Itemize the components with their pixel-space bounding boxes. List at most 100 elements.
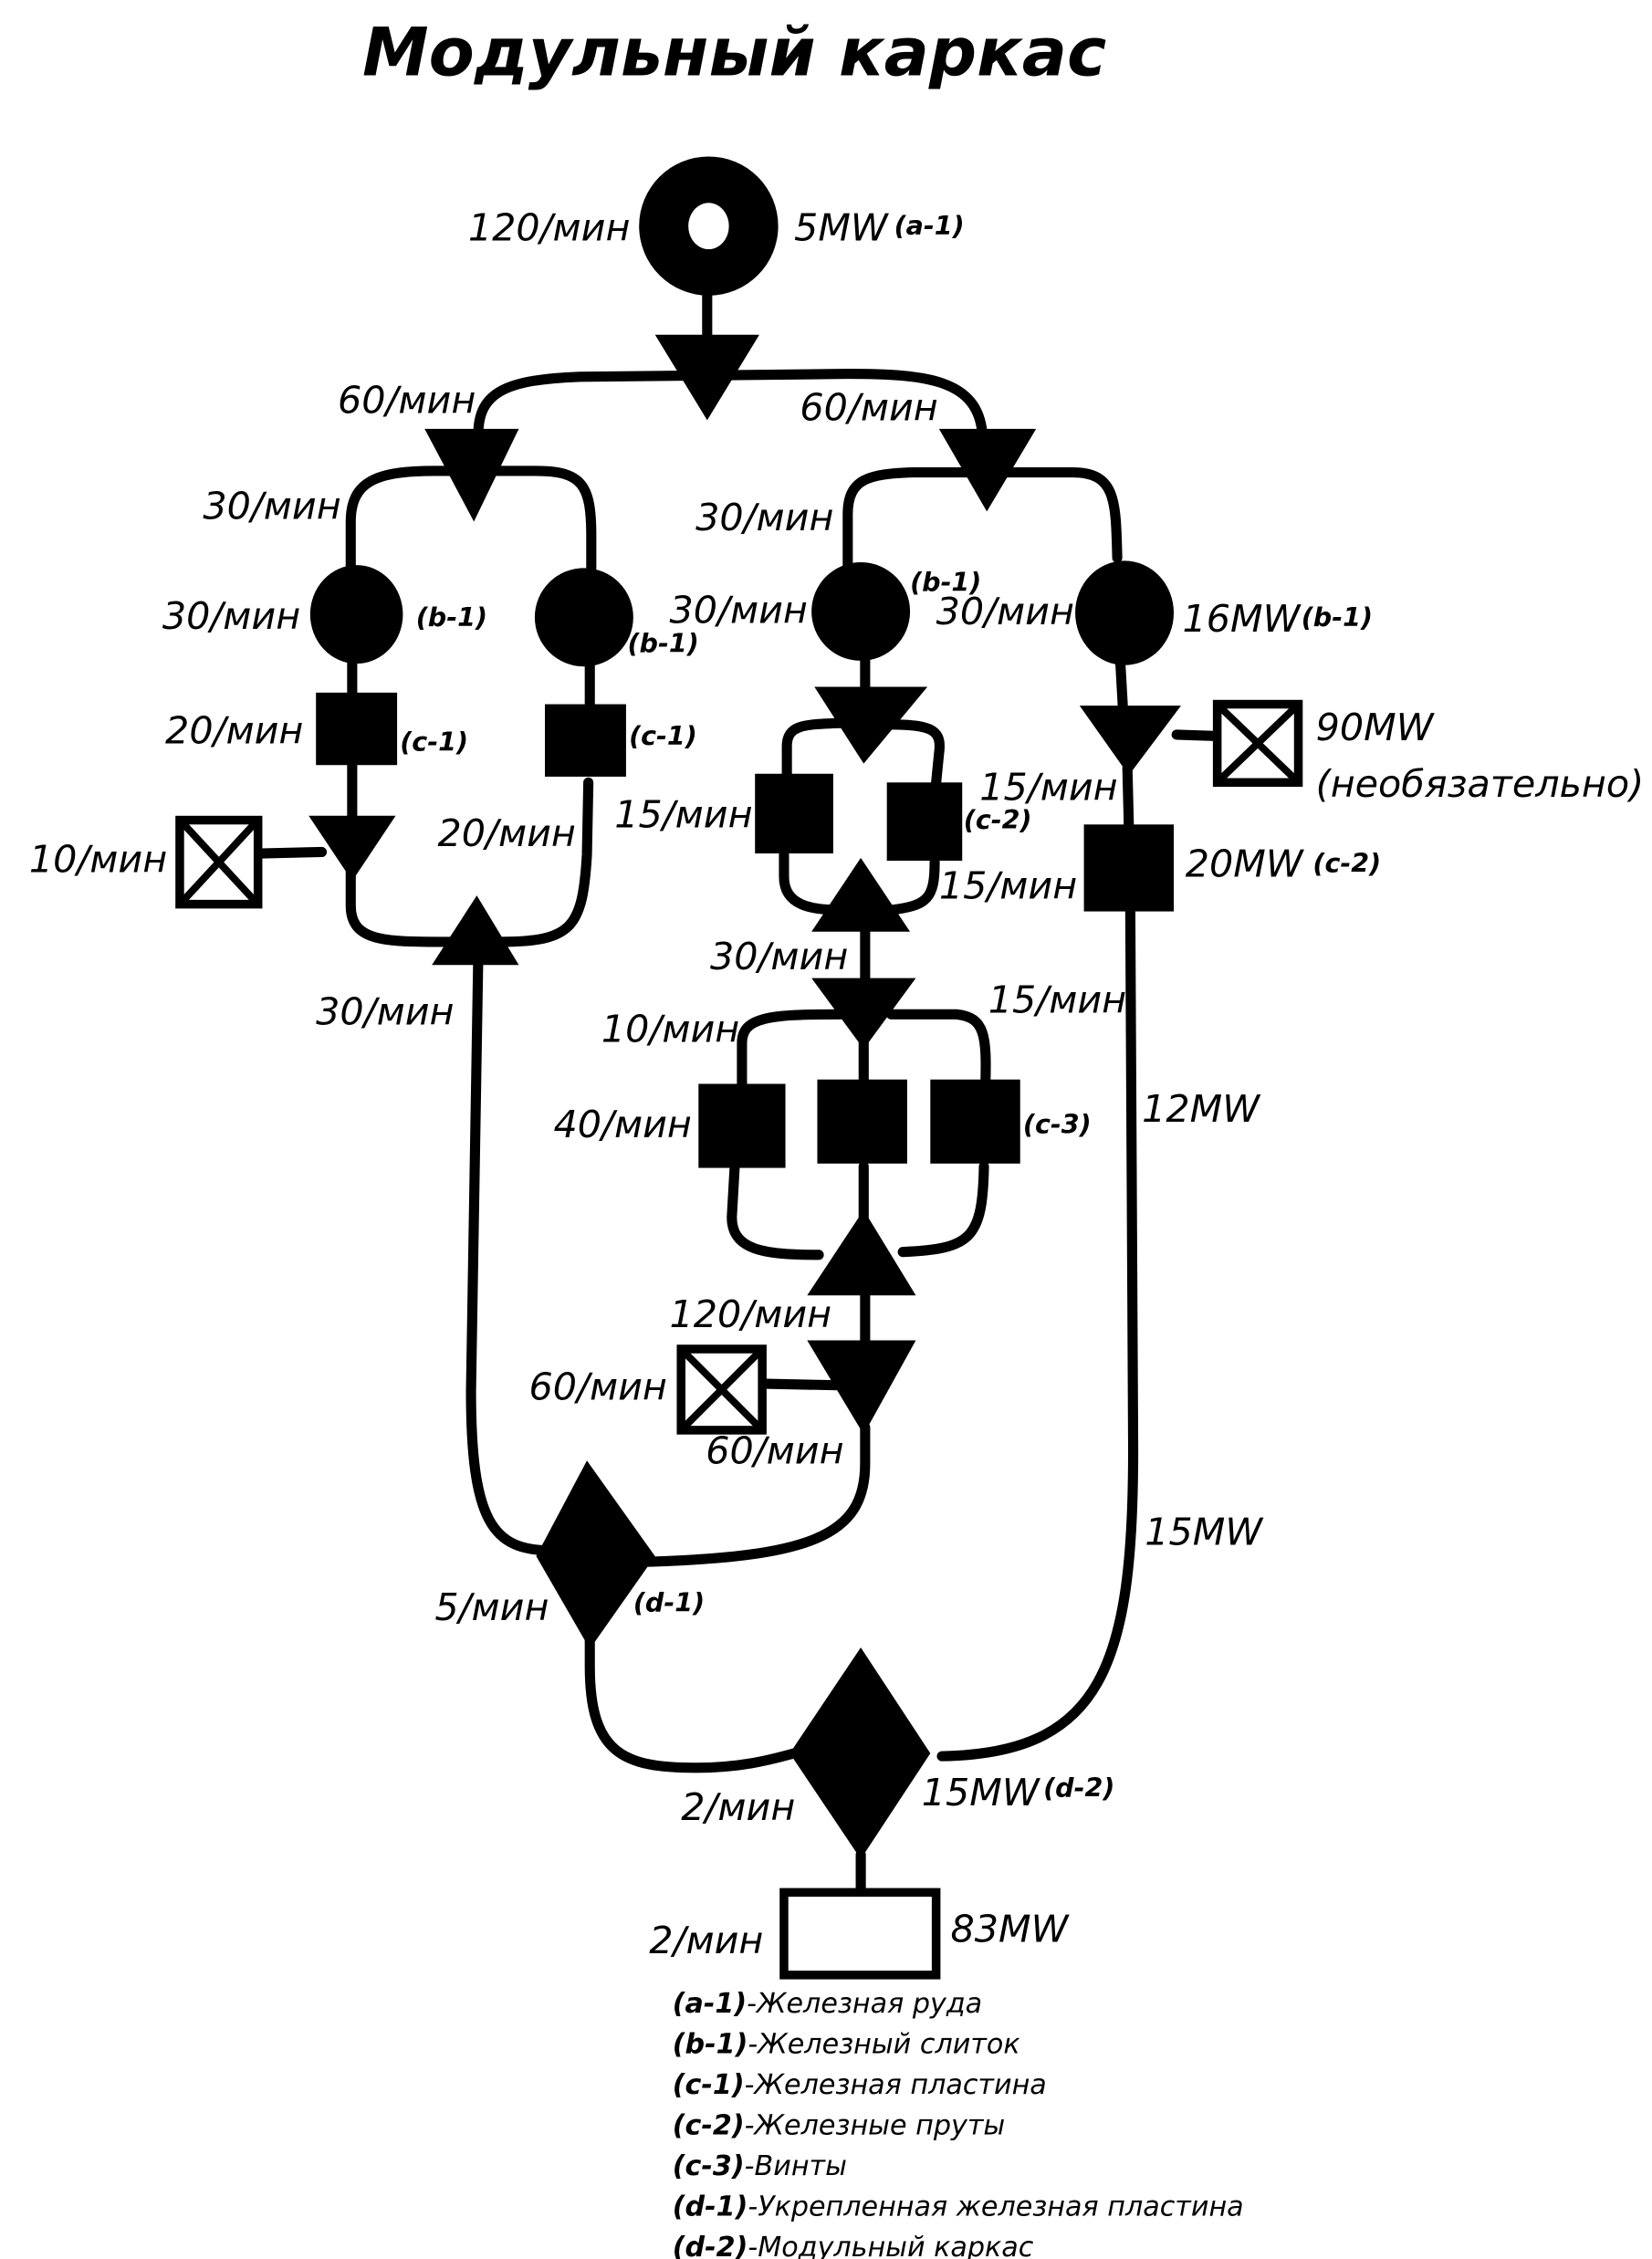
rod-1-rate: 15/мин <box>614 792 752 836</box>
constructor-plate-1-icon[interactable] <box>316 692 398 766</box>
assembler-d1-icon[interactable] <box>536 1460 655 1649</box>
left-split-rate: 30/мин <box>203 484 340 528</box>
smelter-left-1-tag: (b-1) <box>416 601 487 633</box>
to-assembler-rate: 60/мин <box>706 1428 843 1472</box>
legend-item: (a-1)-Железная руда <box>673 1988 982 2020</box>
smelter-left-1-icon[interactable] <box>309 565 403 664</box>
legend-name: -Железные пруты <box>745 2109 1006 2141</box>
splitter-rod-icon[interactable] <box>814 686 928 764</box>
miner-node[interactable] <box>639 156 779 296</box>
screw-split-right-rate: 15/мин <box>988 978 1126 1022</box>
connector-mid-to-d1 <box>633 1422 871 1567</box>
screw-split-left-rate: 10/мин <box>601 1007 739 1051</box>
legend-item: (c-2)-Железные пруты <box>673 2109 1005 2141</box>
connector-sink-mid <box>759 1378 843 1391</box>
legend-name: -Железная руда <box>747 1988 982 2020</box>
screw-1-rate: 40/мин <box>554 1103 692 1146</box>
diagram-title: Модульный каркас <box>362 15 1106 92</box>
sink-mid-cross-b <box>683 1350 761 1428</box>
legend-code: (d-2) <box>673 2232 748 2259</box>
output-box-icon[interactable] <box>779 1888 941 1980</box>
assembler-d1-tag: (d-1) <box>633 1586 705 1617</box>
constructor-screw-1-icon[interactable] <box>698 1083 786 1168</box>
line-power-15mw: 15MW <box>1145 1510 1264 1553</box>
smelter-mid-rate: 30/мин <box>670 589 808 633</box>
connector-far-right-b <box>1122 762 1134 831</box>
legend-name: -Железный слиток <box>748 2029 1020 2061</box>
plate-1-rate: 20/мин <box>165 708 303 752</box>
splitter-left-icon[interactable] <box>424 428 519 522</box>
connector-d1-to-d2 <box>584 1632 800 1773</box>
splitter-screw-out-icon[interactable] <box>807 1340 916 1435</box>
connector-sink-left <box>256 846 328 859</box>
sink-mid[interactable] <box>676 1344 767 1435</box>
connector-far-right-a <box>1114 654 1129 716</box>
assembler-d2-icon[interactable] <box>789 1647 931 1859</box>
connector-left-long <box>465 951 556 1556</box>
merger-left-icon[interactable] <box>308 815 396 882</box>
splitter-far-right-icon[interactable] <box>1079 706 1181 776</box>
legend-item: (d-2)-Модульный каркас <box>673 2232 1034 2259</box>
constructor-rod-far-right-icon[interactable] <box>1083 824 1175 912</box>
smelter-mid-icon[interactable] <box>811 561 911 661</box>
connector-sink-right <box>1171 729 1223 742</box>
assembler-d2-rate: 2/мин <box>681 1785 795 1829</box>
legend: (a-1)-Железная руда (b-1)-Железный слито… <box>673 1988 1244 2259</box>
sink-right-note: (необязательно) <box>1316 762 1645 806</box>
sink-left[interactable] <box>175 815 263 909</box>
rod-2-tag: (c-2) <box>964 804 1032 835</box>
smelter-left-2-tag: (b-1) <box>628 627 699 658</box>
constructor-rod-1-icon[interactable] <box>755 773 833 854</box>
connector-far-right-long <box>936 905 1139 1762</box>
legend-item: (c-1)-Железная пластина <box>673 2069 1047 2101</box>
rod-2-rate-top: 15/мин <box>979 765 1117 809</box>
ore-rate: 120/мин <box>468 206 631 250</box>
legend-name: -Модульный каркас <box>748 2232 1033 2259</box>
left-merge-out-rate: 30/мин <box>316 989 454 1033</box>
rod-merge-rate: 30/мин <box>710 935 848 978</box>
sink-right-cross-b <box>1218 706 1297 781</box>
smelter-mid-tag: (b-1) <box>910 567 981 598</box>
assembler-d2-power: 15MW <box>922 1771 1041 1815</box>
rod-far-right-tag: (c-2) <box>1312 848 1381 879</box>
smelter-far-right-rate: 30/мин <box>936 590 1074 633</box>
ore-power: 5MW <box>794 206 890 250</box>
legend-code: (c-2) <box>673 2109 745 2141</box>
constructor-screw-3-icon[interactable] <box>930 1079 1020 1164</box>
output-rate: 2/мин <box>649 1919 763 1962</box>
constructor-plate-2-icon[interactable] <box>545 704 626 777</box>
connector-top-split <box>473 369 988 440</box>
smelter-left-2-icon[interactable] <box>534 568 633 667</box>
legend-item: (b-1)-Железный слиток <box>673 2029 1021 2061</box>
plate-1-tag: (c-1) <box>400 726 468 757</box>
smelter-far-right-icon[interactable] <box>1075 560 1175 665</box>
legend-name: -Укрепленная железная пластина <box>748 2191 1243 2222</box>
connector-screw-merge <box>727 1161 989 1260</box>
sink-right[interactable] <box>1212 699 1303 788</box>
ore-tag: (a-1) <box>894 210 965 241</box>
splitter-screw-icon[interactable] <box>811 978 916 1050</box>
screw-out-rate: 120/мин <box>670 1292 832 1336</box>
assembler-d1-rate: 5/мин <box>434 1585 549 1629</box>
legend-item: (c-3)-Винты <box>673 2150 847 2182</box>
rod-2-rate-bottom: 15/мин <box>939 863 1077 907</box>
smelter-far-right-power: 16MW <box>1183 597 1302 641</box>
constructor-rod-2-icon[interactable] <box>886 782 963 862</box>
assembler-d2-tag: (d-2) <box>1043 1773 1114 1804</box>
splitter-right-icon[interactable] <box>938 428 1037 512</box>
left-merge-in-rate: 20/мин <box>438 811 576 855</box>
mid-split-rate: 30/мин <box>695 496 833 539</box>
legend-code: (c-1) <box>673 2069 745 2101</box>
legend-code: (c-3) <box>673 2150 745 2182</box>
splitter-top-icon[interactable] <box>654 334 759 421</box>
sink-mid-rate: 60/мин <box>529 1365 667 1409</box>
smelter-left-1-rate: 30/мин <box>162 594 300 638</box>
smelter-far-right-tag: (b-1) <box>1302 601 1373 633</box>
merger-left-up-icon[interactable] <box>432 895 519 966</box>
constructor-screw-2-icon[interactable] <box>817 1079 907 1164</box>
miner-hole <box>688 203 729 250</box>
merger-screw-icon[interactable] <box>807 1209 916 1296</box>
rod-far-right-power: 20MW <box>1186 842 1305 885</box>
legend-name: -Железная пластина <box>745 2069 1047 2101</box>
merger-rod-icon[interactable] <box>811 857 911 932</box>
